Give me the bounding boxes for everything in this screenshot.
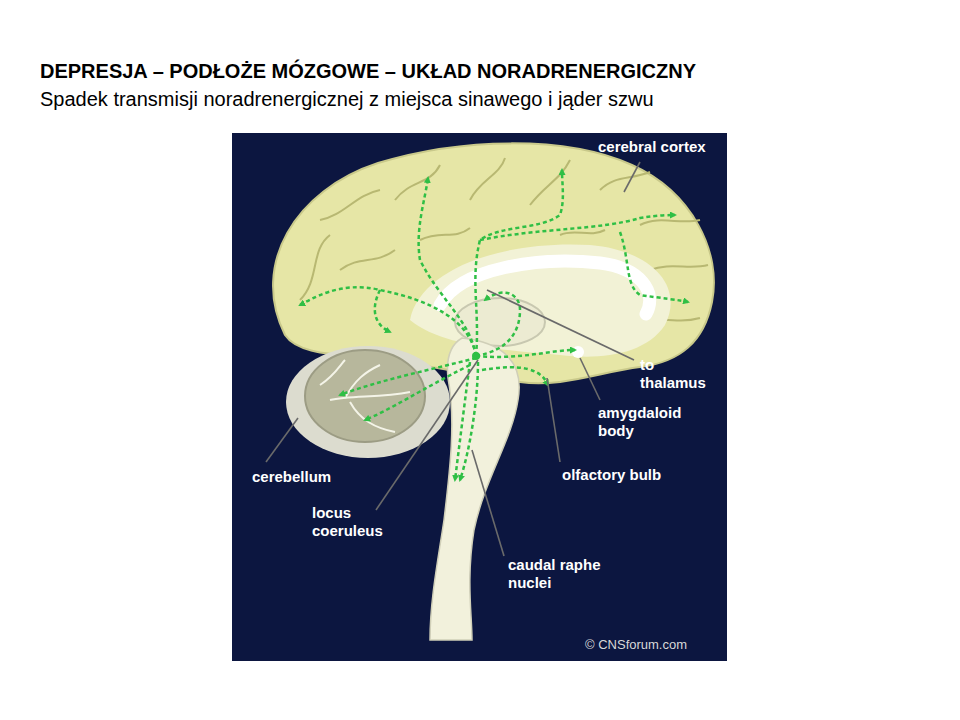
- structure-label: amygdaloid body: [598, 404, 710, 440]
- leader-line: [580, 358, 600, 400]
- pathway: [375, 290, 390, 332]
- structure-label: cerebral cortex: [598, 138, 723, 156]
- gyrus: [300, 235, 330, 300]
- pathway: [300, 287, 476, 356]
- pathway: [340, 358, 476, 395]
- pathway: [419, 178, 476, 356]
- structure-label: cerebellum: [252, 468, 362, 486]
- dark-background: [232, 133, 727, 661]
- folium: [330, 392, 410, 400]
- cerebellum: [305, 350, 425, 442]
- cerebellar-folia: [320, 360, 410, 432]
- folium: [350, 402, 395, 432]
- pathway: [480, 215, 675, 240]
- gyrus: [340, 250, 395, 270]
- amygdala: [572, 346, 584, 358]
- white-matter: [410, 244, 671, 356]
- gyrus: [600, 172, 650, 190]
- watermark: © CNSforum.com: [585, 637, 687, 652]
- gyrus: [650, 265, 708, 270]
- gyrus: [470, 158, 505, 200]
- leader-line: [472, 450, 504, 556]
- leader-line: [547, 378, 560, 462]
- gyrus: [640, 220, 700, 225]
- pathway: [476, 350, 575, 357]
- pathway: [482, 367, 548, 385]
- slide-title: DEPRESJA – PODŁOŻE MÓZGOWE – UKŁAD NORAD…: [40, 60, 696, 83]
- locus-coeruleus-dot: [472, 352, 480, 360]
- folium: [345, 365, 380, 398]
- slide-subtitle: Spadek transmisji noradrenergicznej z mi…: [40, 88, 654, 111]
- leader-line: [376, 360, 478, 510]
- pathway: [365, 365, 470, 420]
- gyrus: [395, 165, 440, 200]
- leader-line: [487, 290, 634, 360]
- pathway: [620, 232, 688, 302]
- folium: [320, 360, 345, 385]
- gyrus: [320, 190, 380, 220]
- leader-line: [624, 162, 640, 192]
- gyrus: [420, 228, 470, 240]
- structure-label: to thalamus: [640, 356, 724, 392]
- leader-lines: [266, 162, 640, 556]
- structure-label: olfactory bulb: [562, 466, 687, 484]
- gyrus: [560, 230, 605, 235]
- structure-label: locus coeruleus: [312, 504, 402, 540]
- leader-line: [266, 418, 298, 462]
- brainstem: [430, 338, 519, 640]
- pathway: [455, 362, 470, 480]
- structure-label: caudal raphe nuclei: [508, 556, 620, 592]
- pathway: [475, 170, 563, 356]
- cerebellum-outer: [286, 346, 450, 458]
